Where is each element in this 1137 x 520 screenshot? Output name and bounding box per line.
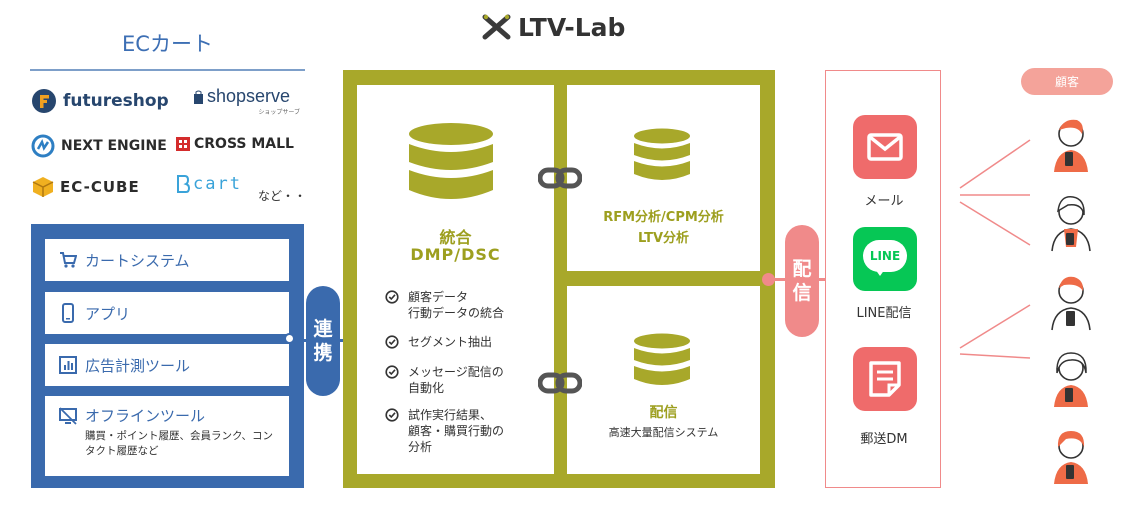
- feature-item: 顧客データ行動データの統合: [385, 289, 504, 321]
- document-icon: [869, 361, 901, 397]
- line-channel-icon: LINE: [853, 227, 917, 291]
- offline-tools-detail: 購買・ポイント履歴、会員ランク、コンタクト履歴など: [85, 430, 274, 457]
- source-app: アプリ: [45, 292, 289, 334]
- check-icon: [385, 365, 399, 379]
- customer-badge: 顧客: [1021, 68, 1113, 95]
- delivery-database-icon: [634, 333, 690, 385]
- line-channel-label: LINE配信: [856, 306, 912, 321]
- chain-link-icon: [538, 167, 582, 189]
- customer-avatar: [1051, 196, 1091, 252]
- delivery-dot: [762, 273, 775, 286]
- smartphone-icon: [62, 303, 74, 323]
- ltv-platform-frame: [343, 70, 775, 488]
- futureshop-logo: futureshop: [31, 88, 169, 114]
- next-engine-logo: NEXT ENGINE: [31, 134, 167, 158]
- futureshop-f-icon: [32, 89, 56, 113]
- chain-link-icon: [538, 372, 582, 394]
- shopserve-logo: shopserve ショップサーブ: [193, 86, 308, 116]
- feature-item: メッセージ配信の自動化: [385, 364, 504, 396]
- ec-cube-icon: [32, 177, 54, 197]
- customer-avatar: [1054, 431, 1088, 484]
- source-offline-tools: オフラインツール 購買・ポイント履歴、会員ランク、コンタクト履歴など: [45, 396, 289, 476]
- bcart-b-icon: [177, 175, 190, 193]
- analysis-database-icon: [634, 128, 690, 180]
- offline-monitor-icon: [59, 406, 77, 425]
- chart-icon: [59, 356, 77, 374]
- check-icon: [385, 335, 399, 349]
- delivery-fan-lines: [959, 139, 1031, 359]
- dm-channel-icon: [853, 347, 917, 411]
- ec-cart-title: ECカート: [122, 32, 213, 56]
- dmp-database-icon: [409, 123, 493, 199]
- source-ad-tracking: 広告計測ツール: [45, 344, 289, 386]
- mail-icon: [867, 133, 903, 161]
- line-icon: LINE: [863, 240, 907, 272]
- etc-label: など・・: [258, 189, 307, 203]
- customer-avatar: [1051, 276, 1091, 331]
- analysis-title-line1: RFM分析/CPM分析: [603, 210, 724, 225]
- bcart-logo: cart: [176, 174, 242, 194]
- ec-cart-divider: [30, 69, 305, 71]
- delivery-title: 配信: [649, 405, 678, 421]
- mail-channel-icon: [853, 115, 917, 179]
- analysis-title-line2: LTV分析: [637, 231, 690, 246]
- delivery-badge: 配 信: [785, 225, 819, 337]
- data-sources-panel: カートシステム アプリ 広告計測ツール オフラインツール 購買・ポイント履歴、会…: [31, 224, 304, 488]
- check-icon: [385, 408, 399, 422]
- source-cart-system: カートシステム: [45, 239, 289, 281]
- customer-avatar: [1054, 352, 1088, 407]
- brand-mark-icon: [482, 14, 511, 40]
- brand-logo: LTV-Lab: [482, 10, 625, 44]
- cross-mall-icon: [176, 137, 190, 151]
- channels-frame: [825, 70, 941, 488]
- cross-mall-logo: CROSS MALL: [176, 136, 294, 152]
- delivery-subtitle: 高速大量配信システム: [608, 426, 719, 439]
- mail-channel-label: メール: [864, 194, 904, 209]
- customer-avatar: [1054, 119, 1088, 172]
- brand-name: LTV-Lab: [518, 12, 626, 42]
- integration-badge: 連 携: [306, 286, 340, 396]
- next-engine-icon: [31, 134, 55, 158]
- dmp-title: 統合: [439, 228, 472, 247]
- link-dot-left: [284, 333, 295, 344]
- ec-cube-logo: EC-CUBE: [31, 176, 140, 198]
- shopping-bag-icon: [194, 90, 203, 104]
- cart-icon: [60, 252, 77, 268]
- feature-item: 試作実行結果、顧客・購買行動の分析: [385, 407, 504, 455]
- dmp-subtitle: DMP/DSC: [410, 245, 501, 264]
- feature-item: セグメント抽出: [385, 334, 492, 350]
- check-icon: [385, 290, 399, 304]
- dm-channel-label: 郵送DM: [860, 432, 908, 447]
